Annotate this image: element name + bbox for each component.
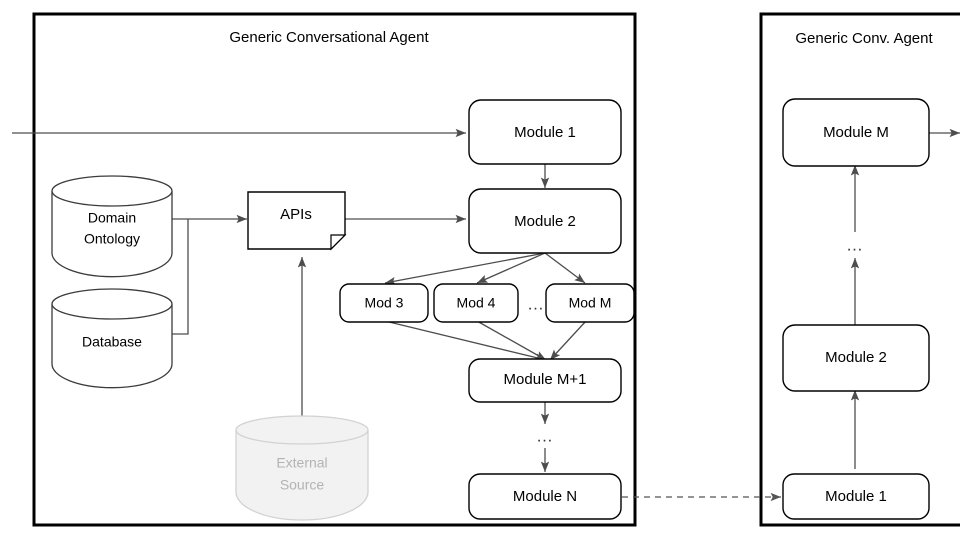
node-domain-ontology-label-line2: Ontology [84,231,140,247]
node-external-source-label-line1: External [276,455,327,471]
node-apis[interactable]: APIs [247,191,347,251]
node-mod-4-box[interactable] [433,283,519,323]
node-database[interactable]: Database [51,288,173,389]
edge-mod3-to-modulem1 [384,320,547,362]
node-domain-ontology-body[interactable] [51,191,173,278]
node-right-module-2-box[interactable] [782,324,930,392]
edge-database-to-apis [172,219,189,335]
database-cylinder-icon [51,175,173,207]
node-mod-3-label: Mod 3 [365,295,404,311]
node-external-source[interactable]: External Source [235,415,369,521]
node-right-module-m-label: Module M [823,124,889,141]
node-right-module-m-box[interactable] [782,98,930,167]
node-mod-4[interactable]: Mod 4 [433,283,519,323]
mods-ellipsis: … [527,294,545,313]
node-mod-m[interactable]: Mod M [545,283,635,323]
node-external-source-label-line2: Source [280,477,325,493]
node-module-2-label: Module 2 [514,213,576,230]
node-mod-4-label: Mod 4 [457,295,496,311]
edge-module2-to-modm [544,252,586,284]
node-module-m-plus-1[interactable]: Module M+1 [468,358,622,403]
node-database-label: Database [82,334,142,350]
node-module-n[interactable]: Module N [468,473,622,520]
node-module-m-plus-1-label: Module M+1 [504,371,587,388]
node-database-body[interactable] [51,304,173,389]
node-domain-ontology[interactable]: Domain Ontology [51,175,173,278]
node-apis-fold-icon [330,234,347,251]
node-mod-3-box[interactable] [339,283,429,323]
left-panel-border [32,12,637,527]
node-right-module-2[interactable]: Module 2 [782,324,930,392]
node-apis-label: APIs [280,206,312,223]
node-external-source-body[interactable] [235,430,369,521]
edge-module2-to-mod4 [476,252,546,284]
node-module-n-box[interactable] [468,473,622,520]
right-vertical-ellipsis: … [846,235,864,254]
node-right-module-1-box[interactable] [782,473,930,520]
left-vertical-ellipsis: … [536,426,554,445]
node-right-module-1[interactable]: Module 1 [782,473,930,520]
node-mod-m-label: Mod M [569,295,612,311]
left-panel-title: Generic Conversational Agent [229,29,429,46]
node-module-2[interactable]: Module 2 [468,188,622,254]
node-module-2-box[interactable] [468,188,622,254]
node-right-module-2-label: Module 2 [825,349,887,366]
node-module-n-label: Module N [513,488,577,505]
node-right-module-m[interactable]: Module M [782,98,930,167]
node-domain-ontology-label-line1: Domain [88,210,136,226]
edge-mod4-to-modulem1 [476,320,547,361]
right-panel-border [759,12,960,527]
database-cylinder-icon [235,415,369,445]
edge-modm-to-modulem1 [549,320,587,361]
node-module-1-box[interactable] [468,99,622,165]
edge-module2-to-mod3 [384,252,546,286]
node-module-1[interactable]: Module 1 [468,99,622,165]
node-mod-3[interactable]: Mod 3 [339,283,429,323]
database-cylinder-icon [51,288,173,320]
node-module-1-label: Module 1 [514,124,576,141]
right-panel-title: Generic Conv. Agent [795,30,933,47]
node-right-module-1-label: Module 1 [825,488,887,505]
node-module-m-plus-1-box[interactable] [468,358,622,403]
node-mod-m-box[interactable] [545,283,635,323]
